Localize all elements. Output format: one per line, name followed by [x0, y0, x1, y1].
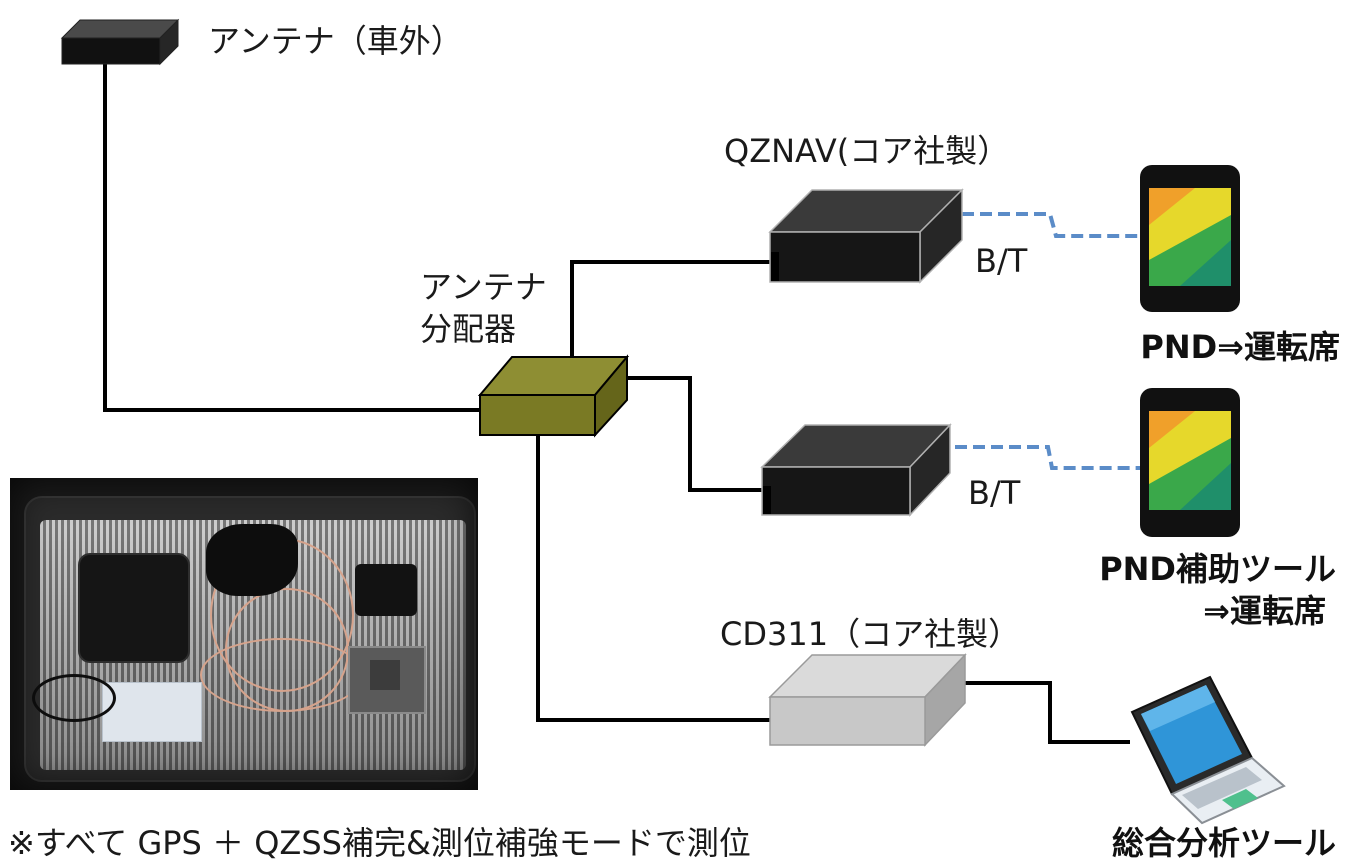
bt-link-receiver2-to-pnd	[955, 445, 1140, 470]
wire-antenna-to-splitter	[103, 60, 484, 412]
laptop-keyboard	[1182, 767, 1262, 809]
qznav-link-label: B/T	[975, 242, 1028, 280]
splitter-label-line1: アンテナ	[420, 268, 547, 306]
antenna-top-face	[60, 19, 180, 39]
pnd1-label: PND⇒運転席	[1140, 328, 1340, 366]
receiver2-front-edge	[763, 486, 771, 514]
smartphone-icon	[1140, 165, 1240, 312]
setup-photo	[10, 478, 478, 790]
receiver-box-icon	[760, 423, 952, 517]
photo-black-cloth	[206, 524, 298, 596]
phone2-screen-orange	[1149, 411, 1195, 448]
phone1-screen-teal	[1180, 240, 1231, 286]
laptop-icon	[1130, 675, 1286, 825]
qznav-label: QZNAV(コア社製）	[724, 132, 1010, 170]
qznav-front-face	[769, 231, 921, 283]
pnd2-label-line2: ⇒運転席	[1203, 592, 1326, 630]
cd311-front-face	[769, 696, 926, 746]
laptop-label: 総合分析ツール	[1111, 824, 1336, 862]
wire-cd311-to-laptop	[963, 681, 1130, 744]
photo-black-object	[355, 564, 417, 616]
photo-board-chip	[370, 660, 400, 690]
receiver2-front-face	[761, 466, 911, 516]
antenna-front-face	[61, 37, 161, 65]
pnd2-label-line1: PND補助ツール	[1099, 550, 1336, 588]
antenna-label: アンテナ（車外）	[208, 22, 463, 60]
photo-vignette	[10, 478, 478, 790]
phone1-screen-orange	[1149, 188, 1195, 225]
receiver-box-icon	[768, 653, 967, 747]
antenna-icon	[60, 18, 180, 66]
laptop-screen-glare	[1141, 685, 1215, 731]
splitter-front-face	[479, 394, 596, 436]
photo-black-cable	[32, 674, 116, 722]
wire-splitter-to-cd311	[536, 433, 772, 722]
footnote: ※すべて GPS ＋ QZSS補完&測位補強モードで測位	[8, 824, 751, 862]
smartphone-icon	[1140, 388, 1240, 537]
qznav-front-edge	[771, 252, 779, 281]
splitter-icon	[477, 354, 630, 438]
phone2-screen-teal	[1180, 463, 1231, 510]
laptop-touchpad	[1222, 789, 1258, 809]
wire-splitter-to-receiver2	[625, 376, 765, 492]
photo-receiver-device	[78, 553, 190, 663]
bt-link-qznav-to-pnd	[962, 212, 1140, 238]
receiver-box-icon	[768, 188, 964, 284]
wire-splitter-to-qznav	[570, 260, 772, 360]
splitter-label-line2: 分配器	[420, 310, 517, 348]
receiver2-link-label: B/T	[968, 474, 1021, 512]
photo-white-card	[102, 682, 202, 742]
cd311-label: CD311（コア社製）	[720, 615, 1021, 653]
